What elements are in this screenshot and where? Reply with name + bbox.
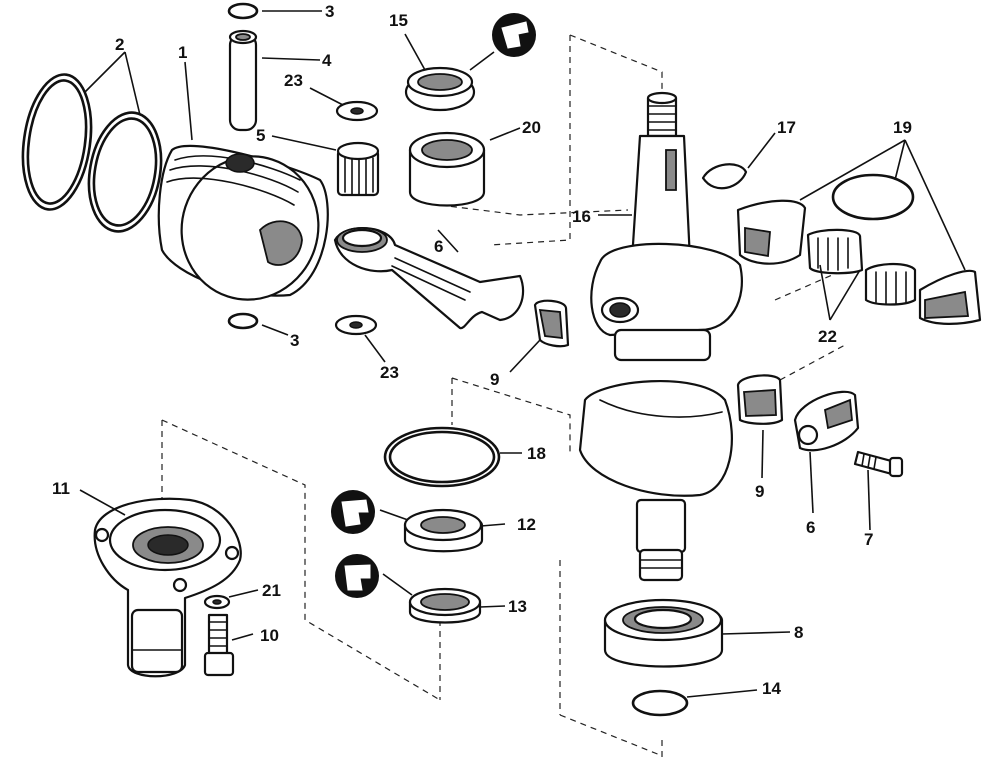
callout-11: 11 xyxy=(52,479,70,498)
rod-cap-bolt xyxy=(853,450,904,478)
callout-22: 22 xyxy=(818,327,837,346)
crankshaft xyxy=(578,91,743,582)
leader-lines xyxy=(79,10,966,698)
o-ring xyxy=(383,426,501,488)
callout-19: 19 xyxy=(893,118,912,137)
piston xyxy=(157,144,329,301)
rod-bearing-half-upper xyxy=(533,299,570,348)
callout-2: 2 xyxy=(115,35,124,54)
callout-20: 20 xyxy=(522,118,541,137)
seal-lip-icon xyxy=(492,13,536,57)
callout-4: 4 xyxy=(322,51,332,70)
connecting-rod-cap xyxy=(793,390,860,452)
lower-seal-inner xyxy=(408,587,482,624)
lower-main-ball-bearing xyxy=(603,598,724,668)
screw xyxy=(203,613,235,677)
piston-pin xyxy=(228,29,258,132)
callout-21: 21 xyxy=(262,581,281,600)
callout-8: 8 xyxy=(794,623,803,642)
callout-15: 15 xyxy=(389,11,408,30)
lower-crankcase-head xyxy=(93,497,242,678)
thrust-washers xyxy=(334,100,379,336)
main-bearing-race-lower xyxy=(918,269,982,325)
callout-14: 14 xyxy=(762,679,781,698)
callout-9-lower: 9 xyxy=(755,482,764,501)
callout-6-rod: 6 xyxy=(434,237,443,256)
callout-12: 12 xyxy=(517,515,536,534)
piston-pin-circlips xyxy=(227,2,259,330)
lockwasher xyxy=(203,594,231,610)
needle-bearing-wrist-pin xyxy=(336,141,380,197)
callout-10: 10 xyxy=(260,626,279,645)
callout-1: 1 xyxy=(178,43,187,62)
seal-lip-icon xyxy=(331,490,375,534)
callout-23-top: 23 xyxy=(284,71,303,90)
center-main-bearing-cage xyxy=(806,228,917,306)
callout-23-bottom: 23 xyxy=(380,363,399,382)
rod-bearing-half-lower xyxy=(736,374,784,425)
seal-lip-icon xyxy=(335,554,379,598)
callout-5: 5 xyxy=(256,126,265,145)
main-bearing-race-upper xyxy=(736,199,807,265)
callout-16: 16 xyxy=(572,207,591,226)
woodruff-key xyxy=(701,163,748,190)
callout-7: 7 xyxy=(864,530,873,549)
callout-labels: 3 2 1 4 23 5 6 3 23 9 15 20 16 17 19 22 … xyxy=(52,2,912,698)
bearing-retaining-ring xyxy=(831,173,915,221)
callout-3-top: 3 xyxy=(325,2,334,21)
upper-main-bearing xyxy=(408,131,486,207)
callout-13: 13 xyxy=(508,597,527,616)
lower-seal-outer xyxy=(403,508,484,553)
callout-3-bottom: 3 xyxy=(290,331,299,350)
crankshaft-oil-seal-upper xyxy=(404,66,476,112)
callout-9-upper: 9 xyxy=(490,370,499,389)
piston-rings xyxy=(21,73,163,233)
lower-retaining-ring xyxy=(631,689,689,717)
callout-17: 17 xyxy=(777,118,796,137)
connecting-rod xyxy=(333,227,525,330)
callout-18: 18 xyxy=(527,444,546,463)
callout-6-cap: 6 xyxy=(806,518,815,537)
assembly-guides xyxy=(161,34,856,759)
